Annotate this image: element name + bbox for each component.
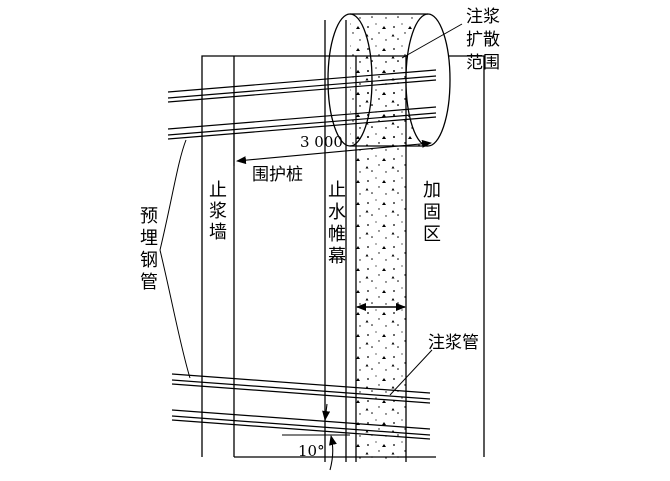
label-water-curtain-2: 帷 bbox=[328, 224, 346, 245]
grout-pipe-leader bbox=[389, 349, 433, 396]
grout-spread-leader bbox=[401, 23, 463, 59]
label-retaining-pile: 围护桩 bbox=[252, 165, 303, 185]
label-stop-wall-0: 止 bbox=[209, 180, 227, 201]
label-reinforce-zone-0: 加 bbox=[423, 180, 441, 201]
angle-indicator bbox=[282, 403, 350, 471]
label-water-curtain-0: 止 bbox=[328, 180, 346, 201]
label-water-curtain-3: 幕 bbox=[328, 246, 346, 267]
label-dimension: 3 000 bbox=[300, 133, 343, 151]
label-embedded-pipe-3: 管 bbox=[140, 272, 158, 293]
label-reinforce-zone-2: 区 bbox=[423, 224, 441, 245]
pipe-top-1 bbox=[167, 69, 437, 103]
label-embedded-pipe-1: 埋 bbox=[140, 228, 158, 249]
label-water-curtain-1: 水 bbox=[328, 202, 346, 223]
label-reinforce-zone-1: 固 bbox=[423, 202, 441, 223]
water-curtain-walls bbox=[324, 20, 347, 462]
label-grout-spread-1: 注浆 bbox=[466, 7, 500, 27]
label-embedded-pipe-0: 预 bbox=[140, 206, 158, 227]
label-grout-pipe: 注浆管 bbox=[428, 333, 479, 353]
embedded-pipe-leaders bbox=[159, 139, 191, 379]
label-stop-wall-1: 浆 bbox=[209, 201, 227, 222]
dimension-3000 bbox=[233, 132, 432, 166]
label-grout-spread-3: 范围 bbox=[466, 53, 500, 73]
label-angle: 10° bbox=[298, 442, 325, 460]
grout-spread-cylinder bbox=[327, 13, 451, 147]
pipe-bottom-2 bbox=[171, 409, 431, 440]
label-grout-spread-2: 扩散 bbox=[466, 30, 500, 50]
pipe-bottom-1 bbox=[171, 373, 431, 404]
pipe-top-2 bbox=[167, 106, 437, 140]
label-stop-wall-2: 墙 bbox=[209, 222, 227, 243]
label-embedded-pipe-2: 钢 bbox=[140, 250, 158, 271]
